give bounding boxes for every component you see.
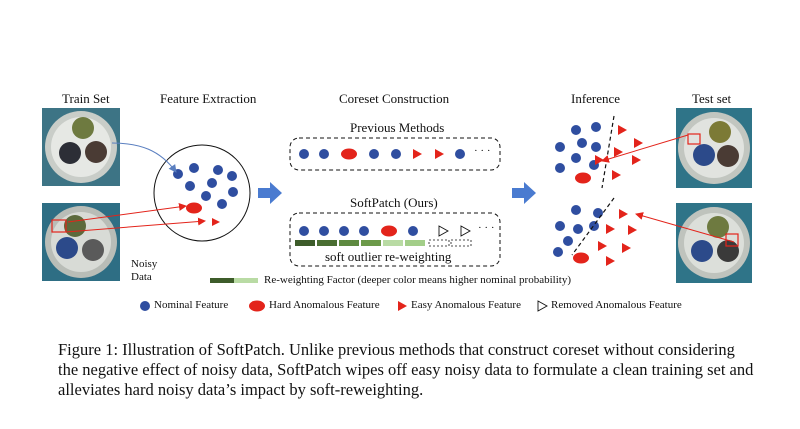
noisy-label-line1: Noisy <box>131 258 158 270</box>
header-inference: Inference <box>571 91 621 106</box>
block-arrow-1 <box>258 182 282 204</box>
train-image-clean <box>42 108 120 186</box>
legend-hard-anomaly-label: Hard Anomalous Feature <box>269 299 380 311</box>
reweight-swatch-dark <box>210 278 234 283</box>
feature-hard-anomaly <box>186 202 202 214</box>
feature-nominal-points <box>173 163 238 209</box>
previous-methods-box <box>289 137 501 171</box>
softpatch-label: SoftPatch (Ours) <box>350 195 438 210</box>
arrow-train-to-features <box>111 142 177 173</box>
reweight-swatch-light <box>234 278 258 283</box>
test-image-top <box>676 108 752 188</box>
train-image-noisy <box>42 203 120 281</box>
previous-methods-features <box>299 148 465 160</box>
noisy-data-label: Noisy Data <box>131 258 157 284</box>
test-image-bottom <box>676 203 752 283</box>
legend-removed-anomaly-icon <box>537 300 548 312</box>
legend-easy-anomaly-icon <box>398 301 407 311</box>
soft-outlier-label: soft outlier re-weighting <box>325 249 452 264</box>
feature-easy-anomaly <box>212 218 220 226</box>
softpatch-ellipsis: · · · <box>478 222 495 234</box>
header-test-set: Test set <box>692 91 732 106</box>
legend-nominal-label: Nominal Feature <box>154 299 229 311</box>
reweighting-note: Re-weighting Factor (deeper color means … <box>264 274 571 286</box>
legend-hard-anomaly-icon <box>249 300 265 312</box>
figure-illustration: Train Set Feature Extraction Coreset Con… <box>42 91 752 312</box>
header-feature-extraction: Feature Extraction <box>160 91 257 106</box>
header-coreset-construction: Coreset Construction <box>339 91 450 106</box>
softpatch-box <box>289 212 501 267</box>
noisy-label-line2: Data <box>131 271 152 283</box>
inference-bottom <box>553 197 735 266</box>
legend-easy-anomaly-label: Easy Anomalous Feature <box>411 299 521 311</box>
block-arrow-2 <box>512 182 536 204</box>
previous-methods-ellipsis: · · · <box>474 145 491 157</box>
softpatch-features <box>299 225 471 237</box>
reweighting-bars <box>295 239 472 247</box>
legend-nominal-icon <box>140 301 150 311</box>
figure-svg <box>42 108 752 312</box>
figure-caption: Figure 1: Illustration of SoftPatch. Unl… <box>58 340 754 399</box>
arrow-noise-easy <box>65 217 206 233</box>
previous-methods-label: Previous Methods <box>350 120 445 135</box>
arrow-noise-hard <box>67 202 187 223</box>
inference-top <box>555 115 689 189</box>
legend-removed-anomaly-label: Removed Anomalous Feature <box>551 299 682 311</box>
header-train-set: Train Set <box>62 91 110 106</box>
